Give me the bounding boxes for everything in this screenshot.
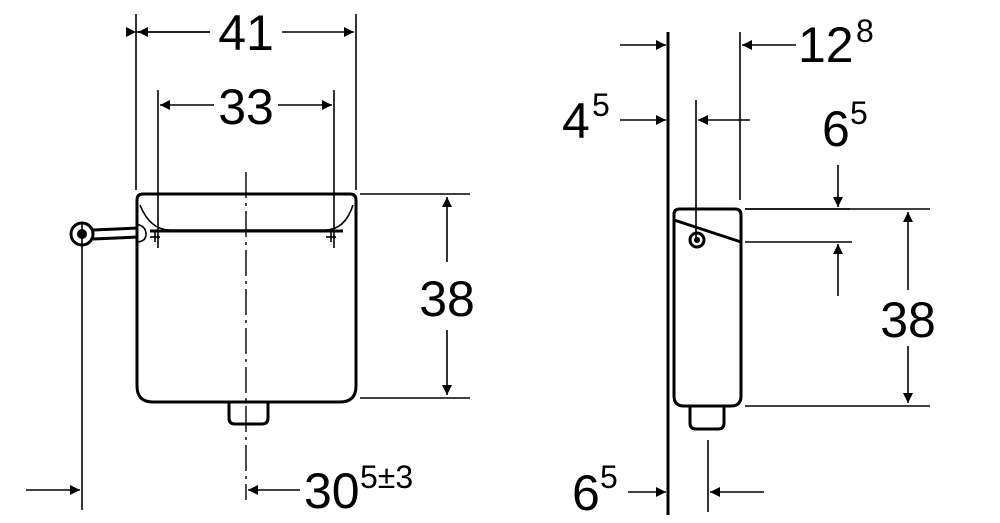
label-wall-gap-sup: 5 xyxy=(592,87,610,123)
label-lever-offset-sup: 5 xyxy=(850,95,868,131)
label-bottom-offset-sup: 5 xyxy=(600,459,618,495)
dimension-wall-gap: 4 5 xyxy=(562,87,750,238)
label-depth-top-sup: 8 xyxy=(856,13,874,49)
label-lever-offset-main: 6 xyxy=(822,101,850,157)
label-height-38-front: 38 xyxy=(419,271,475,327)
lever-knob-side-inner xyxy=(694,237,700,243)
dimension-41: 41 xyxy=(126,5,357,190)
flush-pipe-side xyxy=(688,406,726,431)
label-offset-sup: 5±3 xyxy=(360,459,413,495)
label-bottom-offset-main: 6 xyxy=(572,465,600,521)
dimension-depth-top: 12 8 xyxy=(620,13,874,200)
label-wall-gap-main: 4 xyxy=(562,93,590,149)
front-view: 41 33 38 30 5±3 xyxy=(26,5,475,519)
label-offset-main: 30 xyxy=(304,463,360,519)
dimension-bottom-offset: 6 5 xyxy=(572,440,764,521)
dimension-height-side: 38 xyxy=(745,208,936,407)
lever-rod-bottom xyxy=(92,235,139,241)
lever-rod-end xyxy=(135,223,147,243)
dimension-offset-front: 30 5±3 xyxy=(26,459,413,519)
dimension-height-front: 38 xyxy=(360,193,475,399)
lever-rod-top xyxy=(92,226,139,232)
dimension-lever-offset: 6 5 xyxy=(745,95,868,296)
side-view: 12 8 4 5 6 5 38 xyxy=(562,13,936,521)
flush-pipe-front xyxy=(227,402,270,426)
cistern-body-side xyxy=(672,207,743,408)
dimension-33: 33 xyxy=(157,79,335,248)
cistern-lid-side xyxy=(673,218,742,244)
label-width-33: 33 xyxy=(218,79,274,135)
label-height-38-side: 38 xyxy=(880,292,936,348)
label-depth-top-main: 12 xyxy=(798,17,854,73)
label-width-41: 41 xyxy=(218,5,274,61)
lever-knob-side xyxy=(688,231,706,249)
cistern-body-front xyxy=(135,192,358,404)
